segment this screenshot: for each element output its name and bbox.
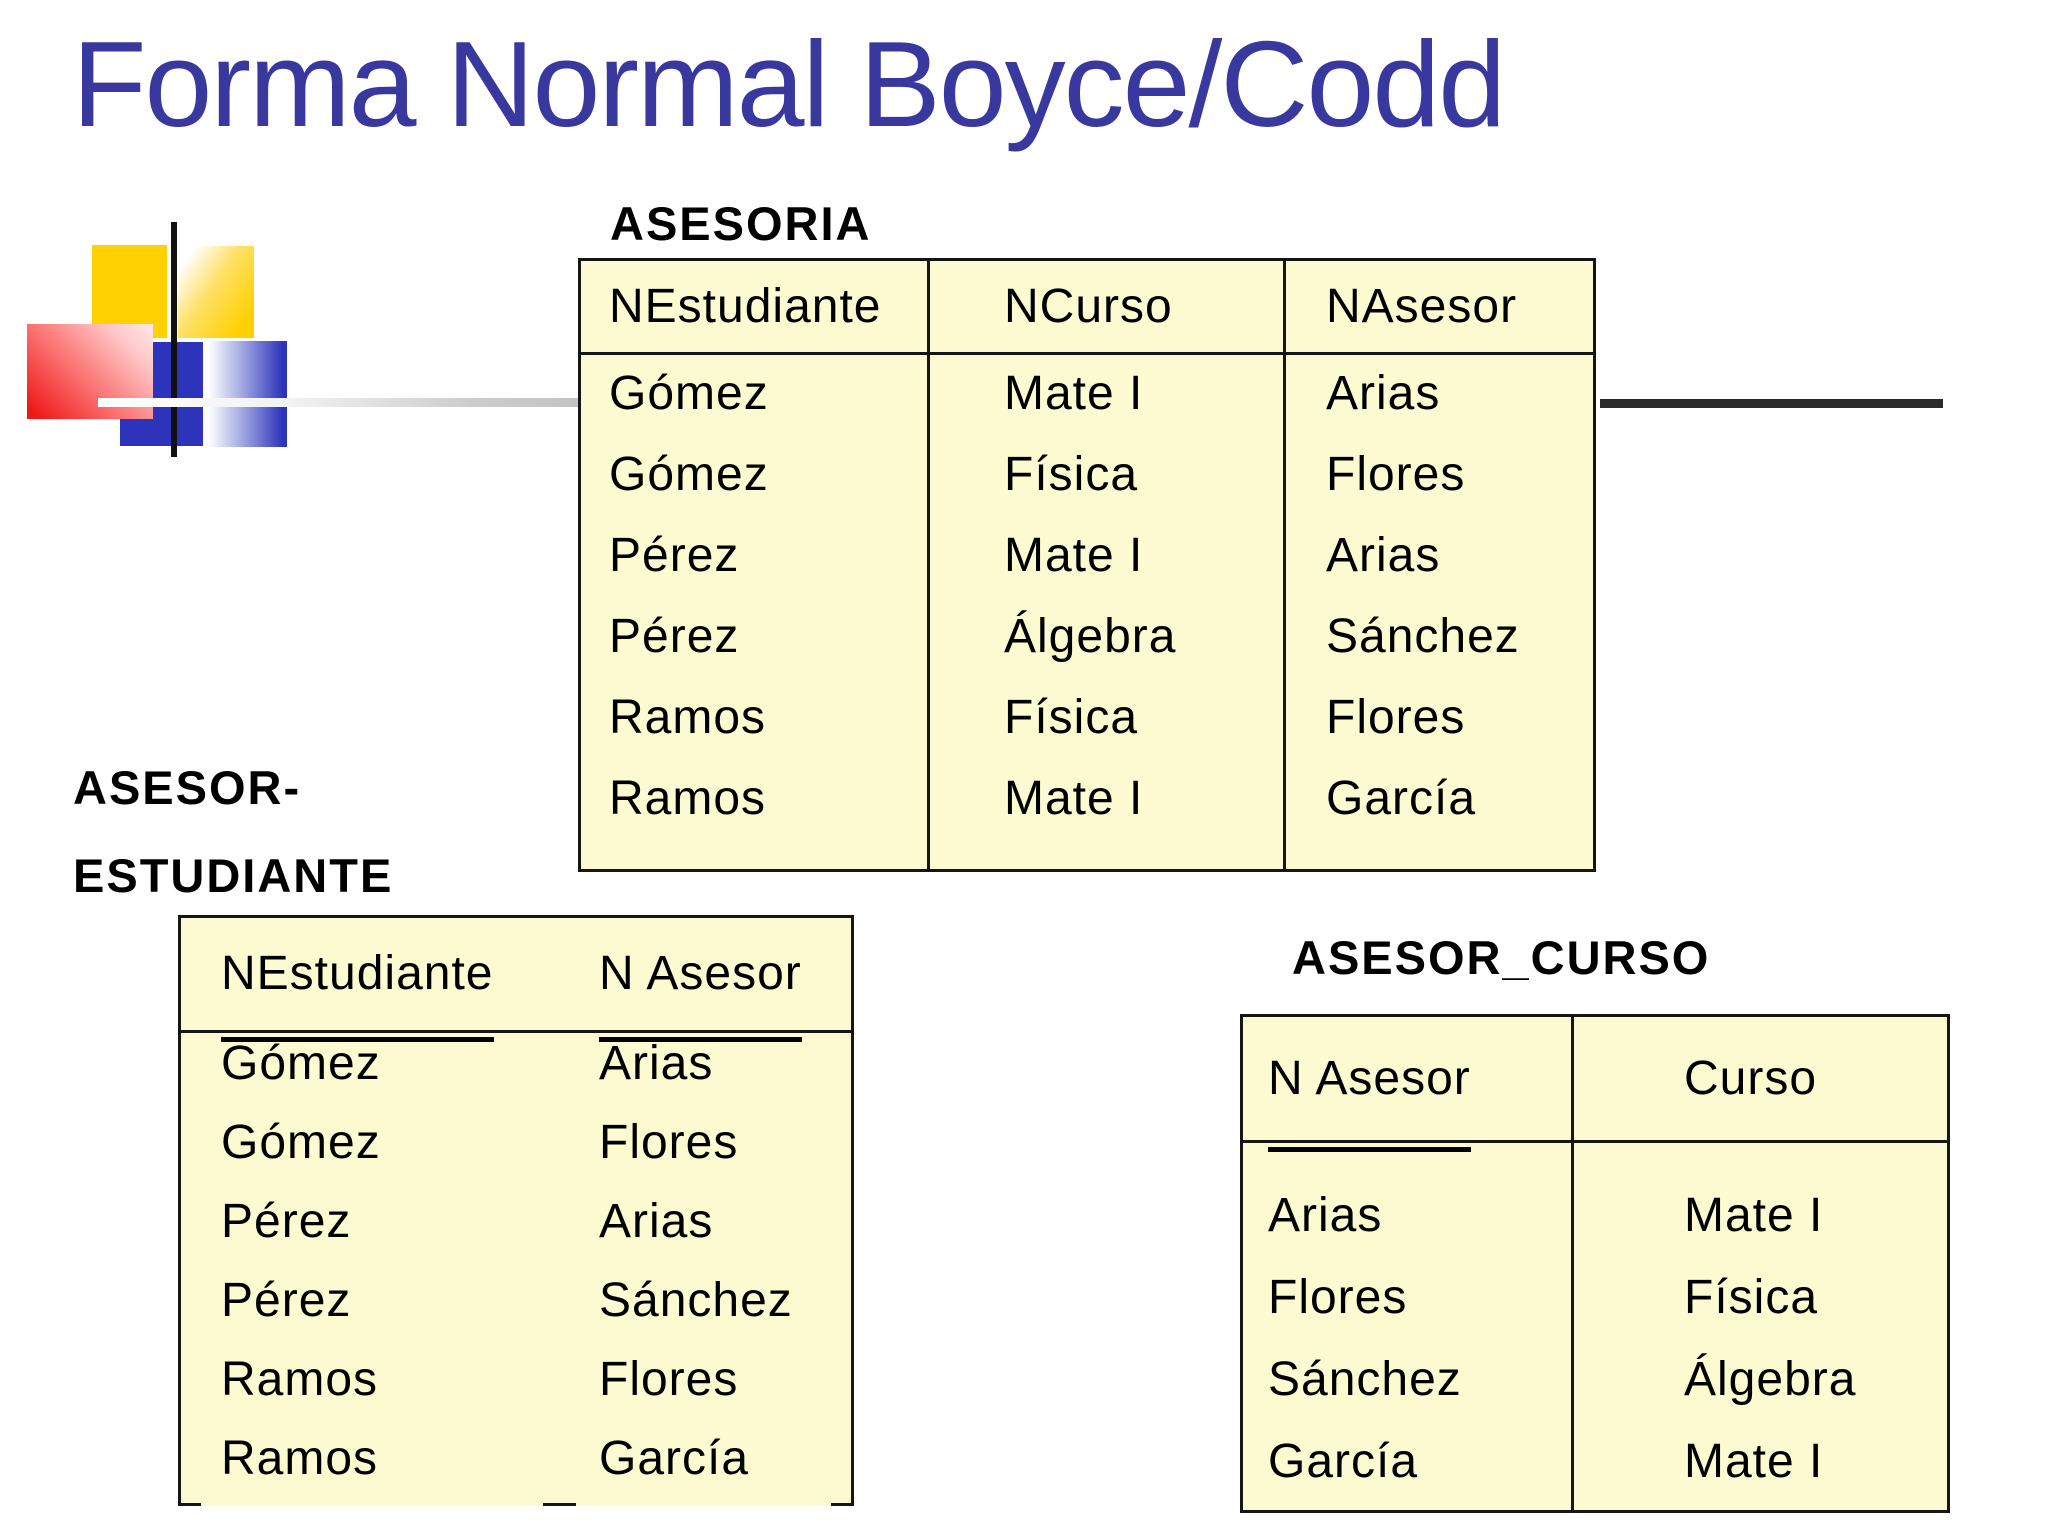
table-cell: Gómez <box>221 1116 381 1169</box>
table-cell: Flores <box>599 1116 739 1169</box>
asesor-curso-table: N Asesor Curso Arias Mate I Flores Físic… <box>1240 1014 1950 1513</box>
table-cell: Flores <box>1268 1271 1408 1324</box>
table-cell: Mate I <box>1684 1435 1824 1488</box>
table-cell: Arias <box>1268 1189 1383 1242</box>
header-divider <box>1243 1140 1947 1143</box>
table-cell: Física <box>1684 1271 1819 1324</box>
asesor-estudiante-label-line2: ESTUDIANTE <box>73 849 394 902</box>
asesor-curso-label: ASESOR_CURSO <box>1292 931 1711 984</box>
asesor-curso-header-curso: Curso <box>1684 1052 1818 1105</box>
asesor-estudiante-table: NEstudiante N Asesor Gómez Arias Gómez F… <box>178 915 854 1506</box>
table-cell: Física <box>1004 448 1139 501</box>
asesor-estudiante-header-nasesor: N Asesor <box>599 918 851 1042</box>
table-cell: Arias <box>1326 529 1441 582</box>
logo-yellow-gradient-square <box>178 246 254 338</box>
bottom-border-segment <box>178 1503 201 1506</box>
table-cell: Pérez <box>221 1195 352 1248</box>
page-title: Forma Normal Boyce/Codd <box>72 16 1506 152</box>
table-cell: Flores <box>599 1353 739 1406</box>
table-cell: Mate I <box>1004 529 1144 582</box>
table-cell: Arias <box>599 1037 714 1090</box>
table-cell: Sánchez <box>599 1274 793 1327</box>
logo-blue-gradient-square <box>207 341 287 447</box>
table-cell: Arias <box>1326 367 1441 420</box>
table-cell: Gómez <box>221 1037 381 1090</box>
table-cell: García <box>1326 772 1477 825</box>
table-cell: Pérez <box>609 529 740 582</box>
asesoria-label: ASESORIA <box>610 197 872 250</box>
table-cell: Álgebra <box>1684 1353 1857 1406</box>
logo-vertical-line <box>171 222 177 457</box>
table-cell: García <box>599 1432 750 1485</box>
table-cell: García <box>1268 1435 1419 1488</box>
column-divider <box>1283 261 1286 869</box>
asesoria-header-ncurso: NCurso <box>1004 280 1173 333</box>
asesoria-header-nasesor: NAsesor <box>1326 280 1518 333</box>
table-cell: Mate I <box>1004 772 1144 825</box>
table-cell: Mate I <box>1004 367 1144 420</box>
table-cell: Álgebra <box>1004 610 1177 663</box>
table-cell: Flores <box>1326 448 1466 501</box>
divider-line-left <box>98 398 578 407</box>
divider-line-right <box>1600 399 1943 408</box>
header-divider <box>581 352 1593 355</box>
asesoria-header-nestudiante: NEstudiante <box>609 280 882 333</box>
table-cell: Ramos <box>609 691 767 744</box>
asesoria-table: NEstudiante NCurso NAsesor Gómez Mate I … <box>578 258 1596 872</box>
table-cell: Ramos <box>221 1353 379 1406</box>
table-cell: Sánchez <box>1326 610 1520 663</box>
column-divider <box>1571 1017 1574 1510</box>
table-cell: Gómez <box>609 367 769 420</box>
table-cell: Flores <box>1326 691 1466 744</box>
table-cell: Física <box>1004 691 1139 744</box>
table-cell: Pérez <box>609 610 740 663</box>
table-cell: Ramos <box>609 772 767 825</box>
table-cell: Pérez <box>221 1274 352 1327</box>
asesor-estudiante-label-line1: ASESOR- <box>73 761 302 814</box>
table-cell: Gómez <box>609 448 769 501</box>
asesor-estudiante-header-nestudiante: NEstudiante <box>181 918 599 1042</box>
column-divider <box>927 261 930 869</box>
logo-yellow-square <box>92 245 167 338</box>
asesor-curso-header-nasesor: N Asesor <box>1243 1017 1574 1152</box>
table-cell: Ramos <box>221 1432 379 1485</box>
table-cell: Mate I <box>1684 1189 1824 1242</box>
bottom-border-segment <box>543 1503 576 1506</box>
header-divider <box>181 1030 851 1033</box>
bottom-border-segment <box>831 1503 854 1506</box>
table-cell: Arias <box>599 1195 714 1248</box>
table-cell: Sánchez <box>1268 1353 1462 1406</box>
